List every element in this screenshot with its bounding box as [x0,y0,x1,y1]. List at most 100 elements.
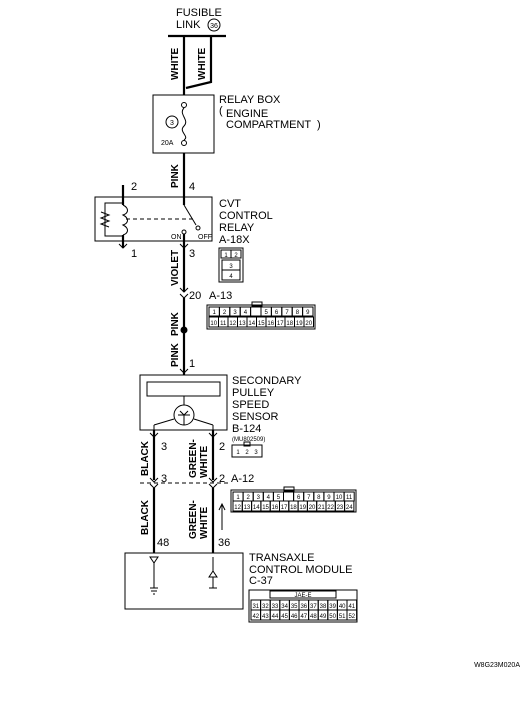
tcm-pin-left: 48 [157,537,169,549]
a12-row2-cell-label: 17 [281,505,288,511]
a12-row2-cell-label: 22 [327,505,334,511]
cvt-relay-connector-face: 1 2 3 4 [218,247,244,283]
tcm-ground-symbol [149,556,159,595]
a12-row1-cell-label: 3 [257,495,261,501]
splice-point [180,326,188,334]
a12-row2-cell-label: 14 [253,505,260,511]
tcm-row1-cell-label: 35 [291,604,298,610]
tcm-row2-cell-label: 44 [272,614,279,620]
fusible-link-number: 36 [210,23,218,30]
cvt-relay-pin-4: 4 [189,181,195,193]
switch-on-label: ON [171,234,182,241]
relay-box-paren-close: ) [317,119,321,131]
wire-color-violet: VIOLET [170,250,181,286]
sensor-pin-1: 1 [189,358,195,370]
relay-box-sub-1: ENGINE [226,108,268,120]
fuse-element [181,107,187,141]
a13-row2-cell-label: 10 [210,321,217,327]
a12-pin-right: 2 [219,473,225,485]
switch-contact-off [195,225,201,231]
relay-conn-cell-4: 4 [229,274,233,280]
sensor-label-1: SECONDARY [232,375,302,387]
relay-pin1-arrow [118,243,128,249]
sensor-inner-leads [153,418,214,430]
wire-color-pink-3: PINK [170,342,181,367]
fuse-terminal-top [181,102,187,108]
tcm-row1-cell-label: 37 [310,604,317,610]
wire-color-black-1: BLACK [140,440,151,476]
tcm-row2-cell-label: 42 [252,614,259,620]
tcm-pin-right: 36 [218,537,230,549]
sensor-label-2: PULLEY [232,387,275,399]
relay-box-title: RELAY BOX [219,94,281,106]
a12-row2-cell-label: 15 [262,505,269,511]
a12-row1-cell-label: 7 [307,495,311,501]
a13-row1-cell-label: 9 [306,310,310,316]
tcm-row2-cell-label: 43 [262,614,269,620]
a13-row2-cell-label: 12 [229,321,236,327]
fuse-rating: 20A [161,140,174,147]
sensor-conn-cell-2: 2 [245,450,249,456]
white-wire-right [185,36,213,90]
signal-arrow-head [218,502,226,511]
a13-arrow-bottom [179,293,189,299]
tcm-row2-cell-label: 50 [329,614,336,620]
fuse-number-circle [165,115,179,129]
a12-row1-cell-label: 4 [267,495,271,501]
wire-color-pink-1: PINK [170,163,181,188]
relay-conn-cell-3: 3 [229,264,233,270]
tcm-row1-cell-label: 32 [262,604,269,610]
tcm-label-1: TRANSAXLE [249,552,314,564]
tcm-row1-cell-label: 36 [300,604,307,610]
a13-row2-cell-label: 18 [286,321,293,327]
tcm-row2-cell-label: 51 [339,614,346,620]
cvt-relay-pin-3: 3 [189,248,195,260]
tcm-row1-cell-label: 31 [252,604,259,610]
a13-row1-cell-label: 2 [223,310,227,316]
a13-row2-cell-label: 17 [277,321,284,327]
wire-color-green-white-2b: WHITE [199,506,210,539]
cvt-relay-label-2: CONTROL [219,210,273,222]
a12-row1-cell-label: 6 [297,495,301,501]
relay-box-frame [152,94,215,154]
relay-box-sub-2: COMPARTMENT [226,119,311,131]
cvt-relay-label-3: RELAY [219,222,255,234]
a13-row2-cell-label: 15 [258,321,265,327]
sensor-connector: B-124 [232,423,261,435]
a12-row1-cell-label: 1 [236,495,240,501]
tcm-row2-cell-label: 45 [281,614,288,620]
tcm-frame [124,552,244,610]
tcm-row2-cell-label: 48 [310,614,317,620]
cvt-relay-pin-2: 2 [131,181,137,193]
tcm-row1-cell-label: 34 [281,604,288,610]
a12-row2-cell-label: 13 [244,505,251,511]
fusible-link-label-2: LINK [176,19,201,31]
a13-row1-cell-box [302,306,314,317]
tcm-row1-cell-label: 38 [320,604,327,610]
a13-row2-cell-label: 14 [248,321,255,327]
a12-connector: A-12 [231,473,254,485]
a13-row1-cell-label: 5 [265,310,269,316]
wire-color-white-left: WHITE [170,47,181,80]
tcm-row1-cell-label: 40 [339,604,346,610]
a12-row2-cell-label: 24 [346,505,353,511]
sensor-connector-face: 1 2 3 [231,441,263,458]
a12-row1-cell-label: 5 [277,495,281,501]
sensor-label-3: SPEED [232,399,269,411]
tcm-row2-cell-label: 49 [320,614,327,620]
relay-conn-cell-2: 2 [234,253,238,259]
figure-code: W8G23M020A [474,662,520,669]
a13-row2-cell-label: 11 [220,321,227,327]
tcm-connector: C-37 [249,575,273,587]
sensor-out-arrows [149,432,218,438]
a13-arrow-top [179,287,189,293]
a12-row2-cell-label: 16 [272,505,279,511]
wire-color-green-white-1a: GREEN- [188,439,199,478]
fuse-terminal-bottom [181,140,187,146]
tcm-row2-cell-label: 47 [300,614,307,620]
cvt-relay-pin-1: 1 [131,248,137,260]
a13-row2-cell-label: 19 [296,321,303,327]
a13-row1-cell-label: 6 [275,310,279,316]
